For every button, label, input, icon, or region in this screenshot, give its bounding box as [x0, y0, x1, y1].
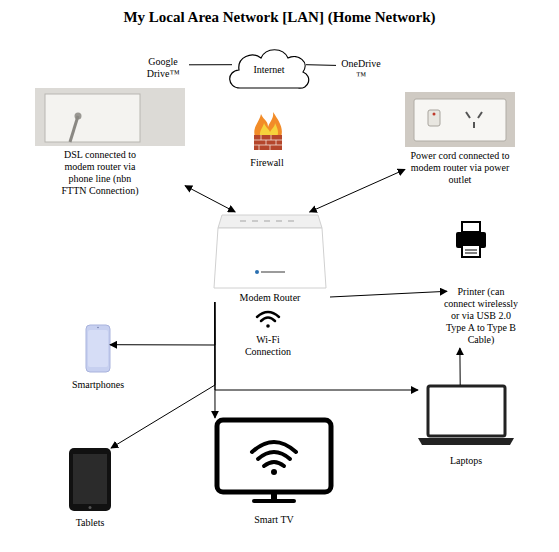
laptop-node: Laptops — [418, 385, 514, 445]
power-outlet-photo — [405, 92, 515, 147]
connection-arrow — [330, 291, 447, 297]
node-caption: OneDrive ™ — [336, 58, 386, 82]
cloud-service-text: OneDrive ™ — [336, 57, 386, 85]
connection-arrow — [459, 348, 460, 385]
connection-arrow — [185, 186, 235, 212]
modem-router-image — [214, 215, 326, 288]
printer-icon — [456, 222, 486, 257]
smartphone-node: Smartphones — [86, 325, 110, 372]
node-caption: DSL connected to modem router via phone … — [55, 149, 145, 197]
node-caption: Printer (can connect wirelessly or via U… — [441, 286, 521, 346]
smart-tv-node: Smart TV — [212, 418, 332, 502]
node-caption: Internet — [232, 64, 306, 76]
printer-node: Printer (can connect wirelessly or via U… — [447, 222, 515, 348]
smartphone-image — [86, 325, 110, 372]
link-line — [306, 64, 336, 66]
modem-router-node: Modem Router — [210, 212, 330, 302]
device-caption: Firewall — [237, 157, 297, 169]
node-caption: Modem Router — [210, 292, 330, 304]
node-caption: Smart TV — [212, 514, 336, 526]
node-caption: Laptops — [418, 455, 514, 467]
connection-arrow — [310, 169, 405, 212]
connection-arrow — [111, 302, 215, 448]
cloud-shape — [230, 50, 309, 88]
power-outlet-node: Power cord connected to modem router via… — [405, 92, 515, 182]
phone-line-node: DSL connected to modem router via phone … — [35, 88, 185, 193]
device-caption: Wi-Fi Connection — [238, 334, 298, 358]
smart-tv-icon — [217, 420, 331, 503]
node-caption: Smartphones — [56, 379, 140, 391]
cloud-service-text: Google Drive™ — [137, 55, 189, 83]
node-caption: Google Drive™ — [137, 56, 189, 80]
connection-arrow — [215, 302, 418, 390]
node-caption: Tablets — [49, 517, 131, 529]
wifi-icon — [257, 312, 279, 328]
connection-arrow — [110, 302, 215, 345]
firewall-icon — [254, 112, 282, 150]
connection-arrow — [214, 302, 215, 418]
diagram-title: My Local Area Network [LAN] (Home Networ… — [0, 9, 559, 26]
tablet-node: Tablets — [69, 448, 111, 511]
internet-cloud: Internet — [232, 50, 306, 92]
link-line — [189, 64, 232, 65]
phone-wall-plate-photo — [35, 88, 185, 146]
node-caption: Power cord connected to modem router via… — [407, 150, 513, 186]
laptop-icon — [418, 386, 514, 445]
tablet-image — [69, 448, 111, 511]
